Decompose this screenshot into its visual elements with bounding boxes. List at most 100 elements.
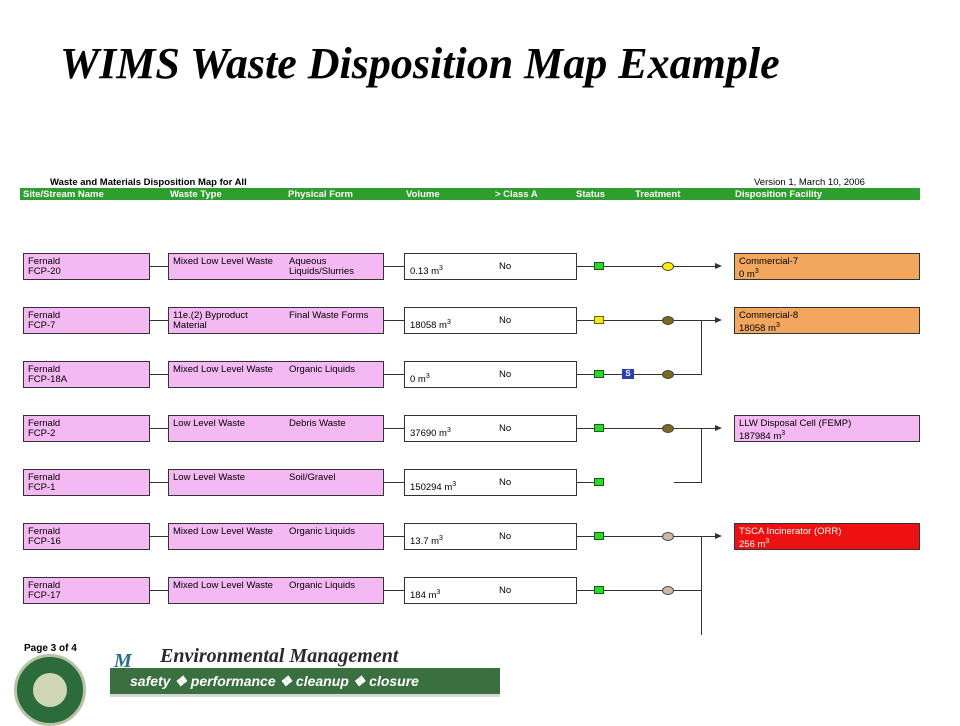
connector-line [674,482,701,483]
status-indicator[interactable] [594,370,604,378]
physical-form: Debris Waste [289,418,346,429]
doe-seal-logo [14,654,86,726]
volume-number: 18058 m [410,320,447,332]
site-name: Fernald [28,526,61,537]
stream-name: FCP-17 [28,590,61,601]
facility-volume-unit: 3 [765,538,770,545]
site-name: Fernald [28,310,61,321]
facility-volume: 0 m3 [739,267,919,280]
volume-box[interactable]: 37690 m3 No [404,415,577,442]
waste-type: Mixed Low Level Waste [173,256,273,267]
disposition-facility-box[interactable]: TSCA Incinerator (ORR)256 m3 [734,523,920,550]
volume-unit: 3 [446,319,451,326]
treatment-s-badge[interactable]: S [622,369,634,379]
physical-form: Aqueous Liquids/Slurries [289,256,354,277]
map-title: Waste and Materials Disposition Map for … [50,177,247,188]
status-indicator[interactable] [594,424,604,432]
volume-number: 184 m [410,590,437,602]
flow-arrow [715,425,722,431]
flow-arrow [715,263,722,269]
facility-volume: 18058 m3 [739,321,919,334]
disposition-facility-box[interactable]: LLW Disposal Cell (FEMP)187984 m3 [734,415,920,442]
volume-value: 37690 m3 [410,426,451,439]
tagline-underline [110,694,500,697]
status-indicator[interactable] [594,586,604,594]
connector-line [150,320,168,321]
status-indicator[interactable] [594,532,604,540]
treatment-node[interactable] [662,532,674,541]
connector-line [384,374,404,375]
status-indicator[interactable] [594,316,604,324]
treatment-node[interactable] [662,424,674,433]
volume-number: 0 m [410,374,426,386]
connector-line [701,482,702,483]
volume-unit: 3 [425,373,430,380]
connector-line [150,590,168,591]
status-indicator[interactable] [594,262,604,270]
connector-line [577,266,668,267]
treatment-node[interactable] [662,370,674,379]
waste-type: Low Level Waste [173,472,245,483]
waste-type: Mixed Low Level Waste [173,580,273,591]
connector-line [150,266,168,267]
class-a-value: No [499,531,512,542]
col-header-physical-form: Physical Form [288,189,353,200]
connector-line [384,536,404,537]
connector-line [674,266,720,267]
col-header-disposition: Disposition Facility [735,189,823,200]
connector-line [701,428,702,483]
treatment-node[interactable] [662,316,674,325]
connector-line [701,320,720,321]
class-a-value: No [499,585,512,596]
volume-number: 0.13 m [410,266,440,278]
connector-line [384,482,404,483]
connector-line [150,428,168,429]
waste-type-box[interactable]: Mixed Low Level Waste Aqueous Liquids/Slu… [168,253,384,280]
status-indicator[interactable] [594,478,604,486]
stream-name: FCP-2 [28,428,56,439]
physical-form: Organic Liquids [289,526,356,537]
facility-volume-number: 256 m [739,539,766,551]
volume-value: 150294 m3 [410,480,456,493]
class-a-value: No [499,261,512,272]
treatment-node[interactable] [662,262,674,271]
volume-value: 18058 m3 [410,318,451,331]
volume-number: 150294 m [410,482,453,494]
facility-volume-number: 0 m [739,269,755,281]
volume-unit: 3 [436,589,441,596]
site-name: Fernald [28,256,61,267]
connector-line [674,428,701,429]
connector-line [701,428,720,429]
facility-volume: 256 m3 [739,537,919,550]
connector-line [674,590,701,591]
col-header-class-a: > Class A [495,189,538,200]
class-a-value: No [499,423,512,434]
connector-line [384,320,404,321]
col-header-waste-type: Waste Type [170,189,222,200]
volume-box[interactable]: 184 m3 No [404,577,577,604]
treatment-node[interactable] [662,586,674,595]
stream-name: FCP-16 [28,536,61,547]
site-name: Fernald [28,364,61,375]
stream-name: FCP-18A [28,374,68,385]
